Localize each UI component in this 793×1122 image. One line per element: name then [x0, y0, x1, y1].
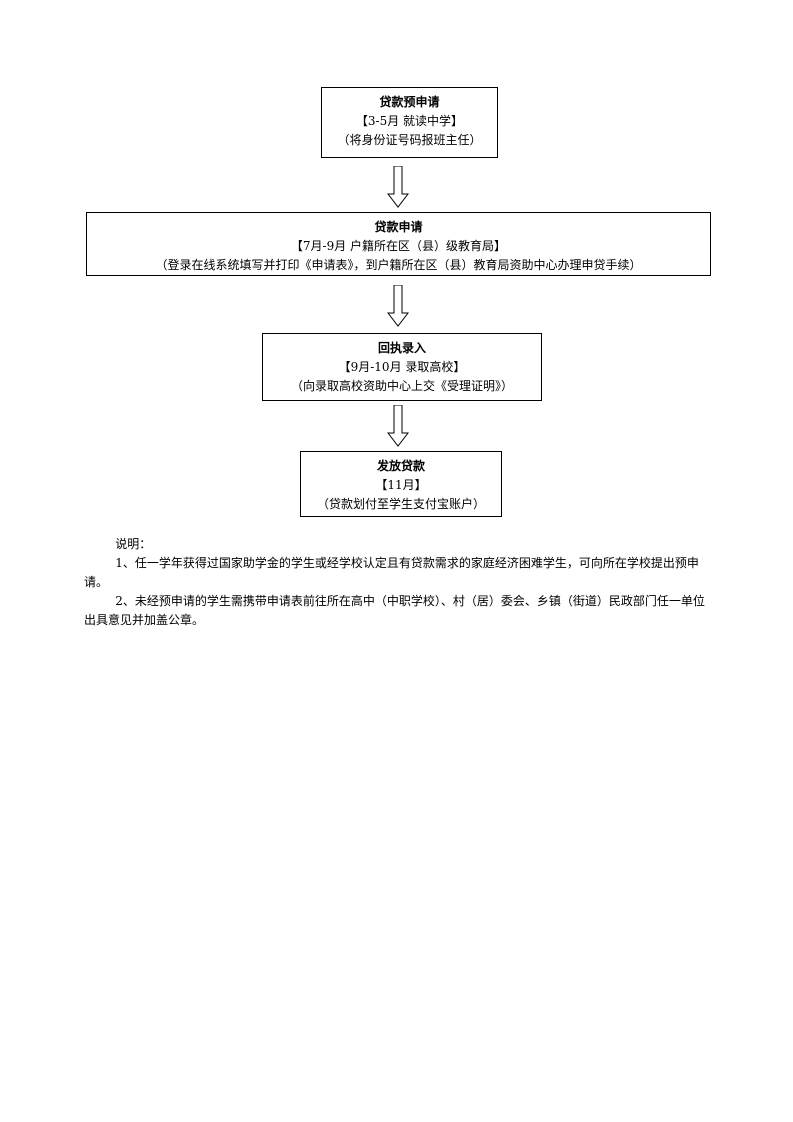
step-description: （将身份证号码报班主任）: [337, 133, 482, 147]
step-title: 贷款申请: [374, 220, 423, 234]
step-title: 贷款预申请: [379, 95, 440, 109]
step-period: 【9月-10月 录取高校】: [338, 360, 466, 374]
down-arrow-icon: [387, 405, 409, 447]
flow-step-pre-application: 贷款预申请 【3-5月 就读中学】 （将身份证号码报班主任）: [321, 87, 498, 158]
down-arrow-icon: [387, 285, 409, 327]
step-period: 【3-5月 就读中学】: [355, 114, 464, 128]
flow-step-loan-disbursement: 发放贷款 【11月】 （贷款划付至学生支付宝账户）: [300, 451, 502, 517]
step-period: 【11月】: [375, 478, 427, 492]
step-description: （向录取高校资助中心上交《受理证明》）: [290, 379, 513, 393]
notes-section: 说明： 1、任一学年获得过国家助学金的学生或经学校认定且有贷款需求的家庭经济困难…: [84, 535, 712, 630]
step-period: 【7月-9月 户籍所在区（县）级教育局】: [290, 239, 507, 253]
note-item-2: 2、未经预申请的学生需携带申请表前往所在高中（中职学校）、村（居）委会、乡镇（街…: [84, 594, 705, 627]
step-title: 回执录入: [377, 341, 426, 355]
down-arrow-icon: [387, 166, 409, 208]
note-item-1: 1、任一学年获得过国家助学金的学生或经学校认定且有贷款需求的家庭经济困难学生，可…: [84, 556, 699, 589]
flow-step-receipt-entry: 回执录入 【9月-10月 录取高校】 （向录取高校资助中心上交《受理证明》）: [262, 333, 542, 401]
step-description: （贷款划付至学生支付宝账户）: [316, 497, 485, 511]
notes-heading: 说明：: [115, 537, 152, 551]
flow-step-loan-application: 贷款申请 【7月-9月 户籍所在区（县）级教育局】 （登录在线系统填写并打印《申…: [86, 212, 711, 276]
step-title: 发放贷款: [376, 459, 425, 473]
step-description: （登录在线系统填写并打印《申请表》，到户籍所在区（县）教育局资助中心办理申贷手续…: [155, 258, 642, 272]
